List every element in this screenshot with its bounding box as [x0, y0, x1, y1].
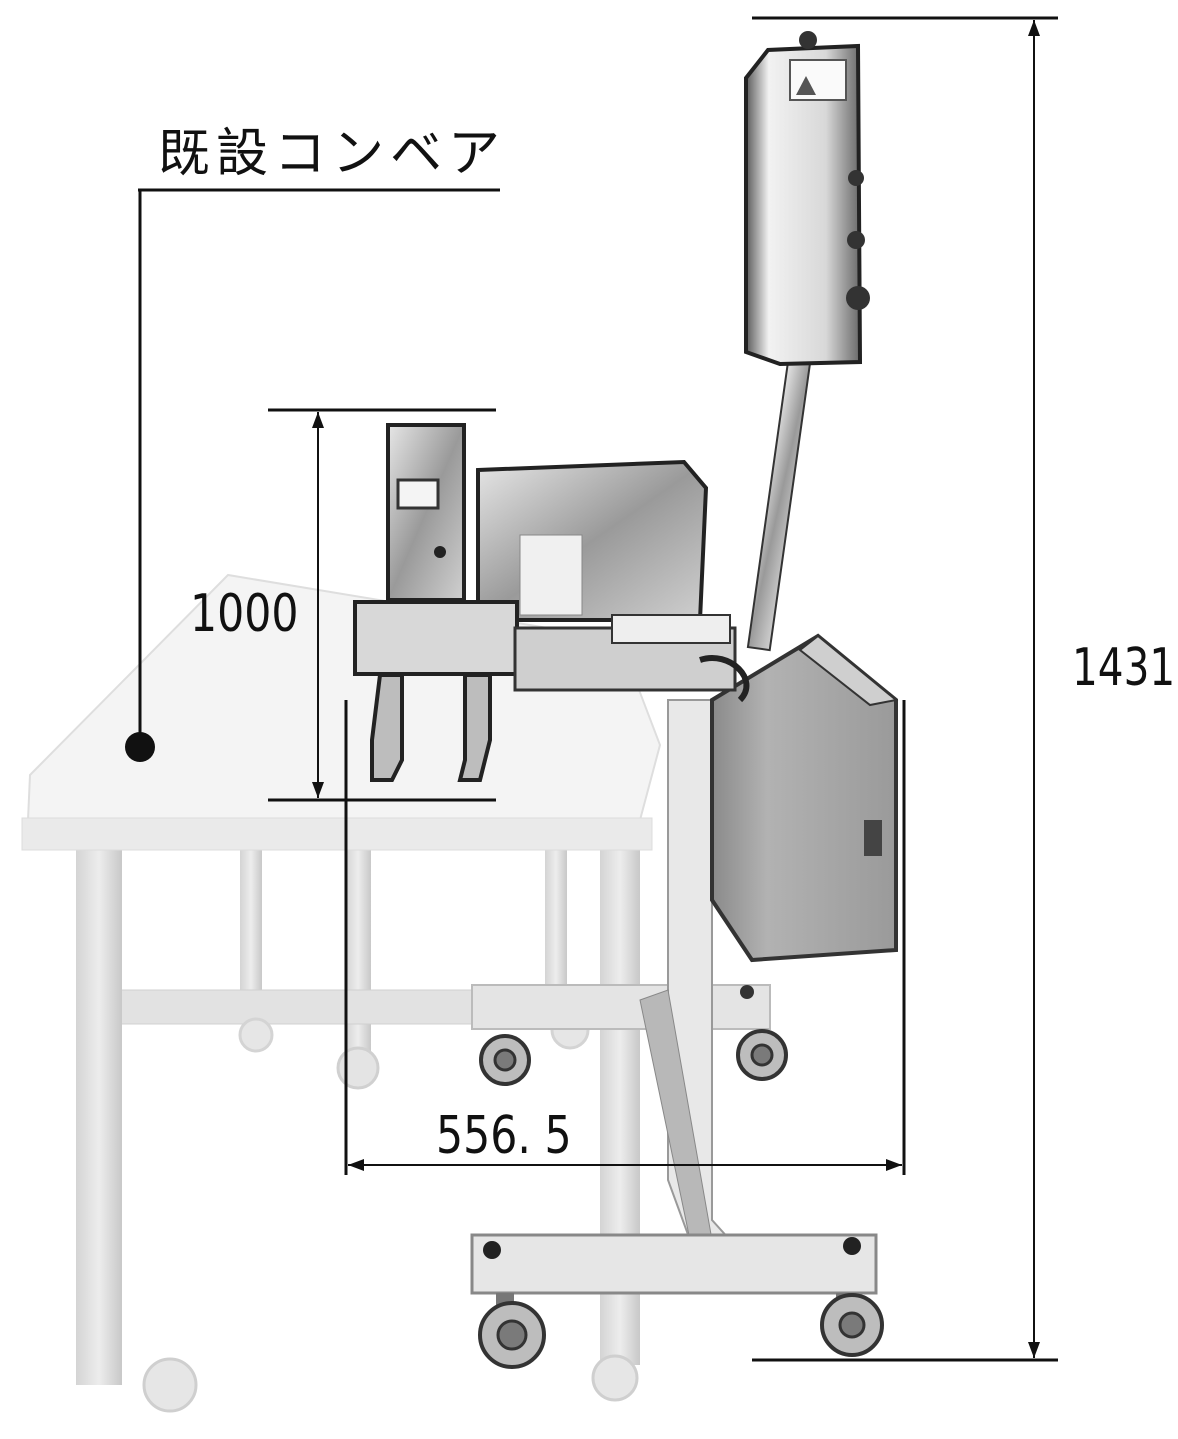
- panel-switch-3: [846, 286, 870, 310]
- conveyor-leg-front-left: [76, 845, 122, 1385]
- cable: [699, 655, 750, 703]
- guide-fork-left: [370, 673, 404, 782]
- caster-rear-right: [736, 1029, 788, 1081]
- conveyor-leg-back-left: [240, 840, 262, 990]
- operation-panel: [744, 31, 870, 652]
- conveyor-leader: [125, 188, 500, 762]
- existing-conveyor-label: 既設コンベア: [158, 124, 507, 184]
- mechanism-base: [353, 600, 519, 676]
- print-head-window: [396, 478, 440, 510]
- dimension-height-1431: [752, 16, 1058, 1362]
- print-head-bolt: [434, 546, 446, 558]
- machine-stand: [470, 699, 884, 1369]
- caster-front-left: [478, 1293, 546, 1369]
- mechanism-window: [519, 534, 583, 616]
- conveyor-caster-left: [142, 1357, 198, 1413]
- conveyor-leg-back-right: [545, 840, 567, 990]
- arrowhead-top: [312, 412, 324, 428]
- dimension-width-5565: [344, 700, 906, 1175]
- conveyor-caster-back-left: [238, 1017, 274, 1053]
- leveling-foot-right: [843, 1237, 861, 1255]
- stand-rear-base: [471, 984, 771, 1030]
- panel-switch-2: [847, 231, 865, 249]
- conveyor-caster-right: [591, 1354, 639, 1402]
- guide-fork-right: [457, 673, 492, 782]
- panel-switch-1: [848, 170, 864, 186]
- caster-front-right: [820, 1293, 884, 1357]
- panel-pole: [746, 358, 812, 652]
- arrowhead-1431-bottom: [1028, 1342, 1040, 1358]
- electrical-box-top: [798, 634, 899, 707]
- conveyor-caster-mid: [336, 1046, 380, 1090]
- conveyor-leg-mid: [345, 820, 371, 1080]
- arrowhead-left: [348, 1159, 364, 1171]
- leveling-foot-left: [483, 1241, 501, 1259]
- height-1000-label: 1000: [190, 584, 299, 644]
- warning-triangle-icon: [796, 76, 816, 95]
- leader-dot: [125, 732, 155, 762]
- linkage-block: [611, 614, 731, 644]
- panel-box: [744, 43, 863, 367]
- stand-front-base: [470, 1233, 878, 1295]
- caster-rear-left: [479, 1034, 531, 1086]
- leveling-foot-rear: [740, 985, 754, 999]
- electrical-box: [710, 633, 899, 963]
- mechanism-cover: [476, 459, 709, 622]
- arrowhead-bottom: [312, 782, 324, 798]
- dimension-height-1000: [268, 408, 496, 802]
- printing-mechanism: [353, 423, 750, 782]
- width-5565-label: 556. 5: [436, 1106, 572, 1166]
- arrowhead-1431-top: [1028, 20, 1040, 36]
- conveyor-belt-edge: [21, 817, 653, 851]
- arrowhead-right: [886, 1159, 902, 1171]
- indicator-lamp-icon: [799, 31, 817, 49]
- height-1431-label: 1431: [1072, 638, 1176, 698]
- print-head-unit: [386, 423, 466, 602]
- electrical-box-latch: [864, 820, 882, 856]
